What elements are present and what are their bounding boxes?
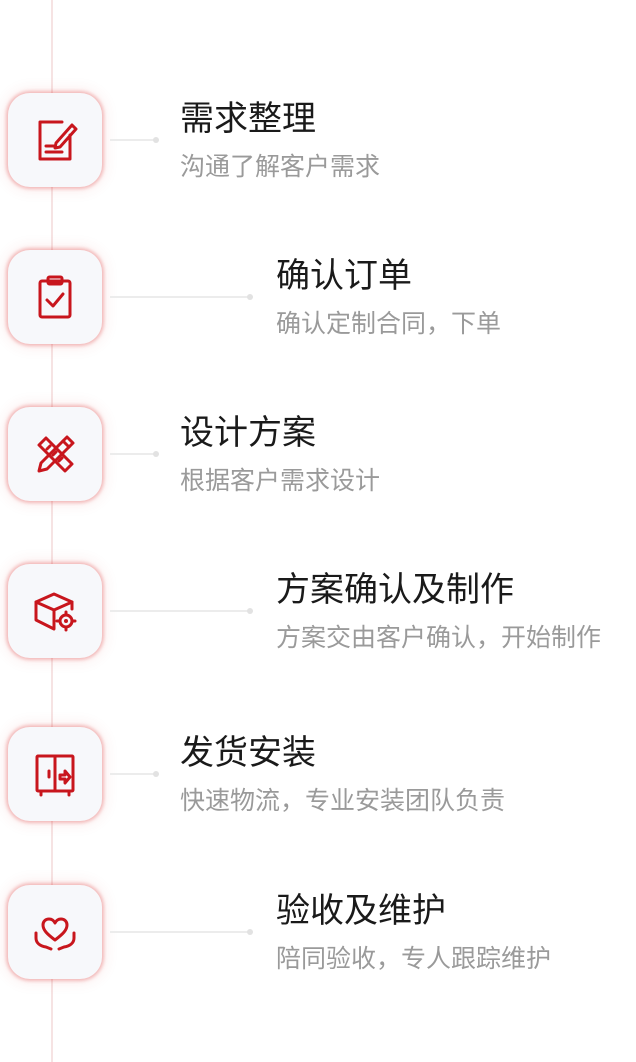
step-description: 确认定制合同，下单	[276, 309, 502, 338]
step-connector	[110, 294, 253, 300]
step-icon-box	[8, 407, 102, 501]
step-item: 需求整理 沟通了解客户需求	[0, 90, 636, 190]
step-title: 需求整理	[180, 99, 316, 139]
step-description: 快速物流，专业安装团队负责	[180, 786, 506, 815]
step-description: 根据客户需求设计	[180, 466, 381, 495]
step-item: 发货安装 快速物流，专业安装团队负责	[0, 724, 636, 824]
step-icon-box	[8, 564, 102, 658]
step-item: 验收及维护 陪同验收，专人跟踪维护	[0, 882, 636, 982]
step-item: 方案确认及制作 方案交由客户确认，开始制作	[0, 561, 636, 661]
step-connector	[110, 137, 159, 143]
clipboard-check-icon	[38, 275, 72, 319]
timeline-line	[51, 0, 53, 1062]
step-description: 沟通了解客户需求	[180, 152, 381, 181]
step-title: 方案确认及制作	[276, 570, 514, 610]
heart-hands-icon	[34, 917, 76, 951]
step-icon-box	[8, 727, 102, 821]
step-icon-box	[8, 93, 102, 187]
document-edit-icon	[38, 120, 78, 161]
box-gear-icon	[34, 592, 77, 632]
step-title: 发货安装	[180, 733, 316, 773]
step-connector	[110, 451, 159, 457]
step-description: 陪同验收，专人跟踪维护	[276, 944, 552, 973]
step-description: 方案交由客户确认，开始制作	[276, 623, 602, 652]
step-title: 设计方案	[180, 413, 316, 453]
step-item: 确认订单 确认定制合同，下单	[0, 247, 636, 347]
step-connector	[110, 608, 253, 614]
step-connector	[110, 929, 253, 935]
step-title: 验收及维护	[276, 891, 446, 931]
step-title: 确认订单	[276, 256, 412, 296]
step-icon-box	[8, 250, 102, 344]
step-icon-box	[8, 885, 102, 979]
pencil-ruler-icon	[37, 435, 75, 473]
door-install-icon	[35, 754, 75, 797]
step-connector	[110, 771, 159, 777]
step-item: 设计方案 根据客户需求设计	[0, 404, 636, 504]
